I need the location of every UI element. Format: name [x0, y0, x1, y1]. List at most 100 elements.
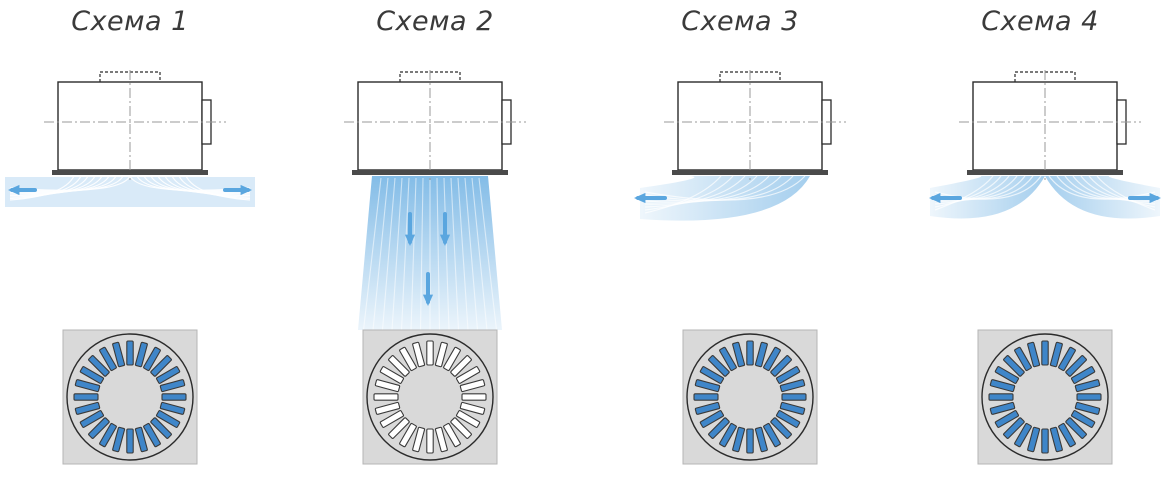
panel-slot	[74, 379, 101, 393]
panel-slot	[732, 341, 746, 368]
panel-slot	[461, 393, 487, 401]
panel-slot	[693, 393, 719, 401]
panel-slot	[1014, 346, 1032, 372]
panel-slot	[374, 401, 401, 415]
diffuser-panel-4	[977, 329, 1113, 465]
panel-slot	[732, 426, 746, 453]
panel-slot	[112, 341, 126, 368]
panel-slot	[88, 417, 110, 439]
arrow-left-icon	[634, 192, 667, 204]
scheme-4	[929, 70, 1161, 465]
panel-slot	[143, 422, 161, 448]
panel-slot	[779, 401, 806, 415]
panel-slot	[126, 340, 134, 366]
panel-slot	[434, 341, 448, 368]
diffuser-plate	[52, 170, 208, 175]
panel-slot	[1049, 341, 1063, 368]
scheme-4-title: Схема 4	[981, 6, 1099, 37]
panel-slot	[112, 426, 126, 453]
arrow-right-icon	[223, 184, 252, 196]
panel-slot	[412, 426, 426, 453]
scheme-3	[634, 70, 846, 465]
diffuser-plate	[352, 170, 508, 175]
panel-slot	[155, 366, 181, 384]
fan-unit-3	[664, 70, 846, 180]
panel-slot	[161, 393, 187, 401]
panel-slot	[1003, 417, 1025, 439]
panel-slot	[373, 393, 399, 401]
panel-slot	[426, 428, 434, 454]
panel-slot	[708, 355, 730, 377]
panel-slot	[374, 379, 401, 393]
panel-slot	[155, 410, 181, 428]
panel-slot	[1027, 426, 1041, 453]
panel-slot	[388, 417, 410, 439]
panel-slot	[1041, 428, 1049, 454]
panel-slot	[379, 410, 405, 428]
panel-slot	[994, 366, 1020, 384]
panel-slot	[708, 417, 730, 439]
panel-slot	[1076, 393, 1102, 401]
panel-slot	[770, 417, 792, 439]
panel-slot	[770, 355, 792, 377]
scheme-1	[5, 70, 255, 465]
diffuser-plate	[672, 170, 828, 175]
arrow-right-icon	[1128, 192, 1161, 204]
panel-slot	[455, 366, 481, 384]
panel-slot	[779, 379, 806, 393]
panel-slot	[989, 401, 1016, 415]
scheme-2-title: Схема 2	[376, 6, 494, 37]
arrow-left-icon	[8, 184, 37, 196]
fan-unit-4	[959, 70, 1141, 180]
panel-slot	[399, 346, 417, 372]
diffuser-panel-1	[62, 329, 198, 465]
scheme-1-title: Схема 1	[71, 6, 189, 37]
panel-slot	[99, 346, 117, 372]
panel-slot	[143, 346, 161, 372]
panel-slot	[459, 401, 486, 415]
panel-slot	[159, 401, 186, 415]
panel-slot	[388, 355, 410, 377]
panel-slot	[719, 346, 737, 372]
panel-slot	[775, 366, 801, 384]
panel-slot	[781, 393, 807, 401]
panel-slot	[746, 428, 754, 454]
scheme-2	[344, 70, 526, 465]
panel-slot	[1041, 340, 1049, 366]
arrow-left-icon	[929, 192, 962, 204]
panel-slot	[450, 355, 472, 377]
arrow-down-icon	[439, 212, 451, 246]
fan-unit-1	[44, 70, 226, 180]
airflow-2	[358, 176, 502, 331]
panel-slot	[459, 379, 486, 393]
panel-slot	[150, 417, 172, 439]
panel-slot	[763, 422, 781, 448]
panel-slot	[719, 422, 737, 448]
panel-slot	[1058, 346, 1076, 372]
panel-slot	[159, 379, 186, 393]
panel-slot	[1065, 355, 1087, 377]
panel-slot	[79, 410, 105, 428]
diffuser-panel-2	[362, 329, 498, 465]
airflow-4	[929, 175, 1161, 219]
panel-slot	[754, 426, 768, 453]
panel-slot	[150, 355, 172, 377]
fan-unit-2	[344, 70, 526, 180]
panel-slot	[412, 341, 426, 368]
panel-slot	[126, 428, 134, 454]
panel-slot	[763, 346, 781, 372]
panel-slot	[73, 393, 99, 401]
panel-slot	[426, 340, 434, 366]
panel-slot	[694, 379, 721, 393]
panel-slot	[434, 426, 448, 453]
panel-slot	[694, 401, 721, 415]
panel-slot	[450, 417, 472, 439]
airflow-3	[634, 175, 810, 221]
panel-slot	[1065, 417, 1087, 439]
panel-slot	[1058, 422, 1076, 448]
panel-slot	[1070, 410, 1096, 428]
panel-slot	[699, 410, 725, 428]
panel-slot	[1027, 341, 1041, 368]
